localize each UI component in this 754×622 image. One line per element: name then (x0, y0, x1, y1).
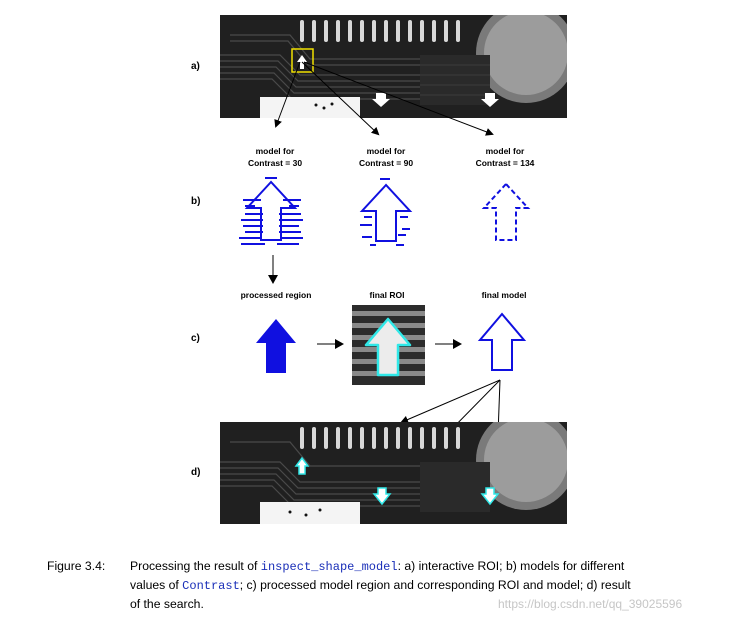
figure-caption-label: Figure 3.4: (47, 559, 106, 573)
caption-final-roi: final ROI (369, 290, 405, 300)
pcb-image-search-result (220, 422, 567, 524)
final-model-outline (477, 312, 527, 371)
processed-region-arrow (256, 319, 296, 373)
row-label-b: b) (191, 196, 201, 207)
row-label-d: d) (191, 467, 201, 478)
operator-name: inspect_shape_model (260, 560, 398, 574)
model-caption-30: model for Contrast = 30 (236, 145, 314, 169)
final-roi-image (352, 305, 425, 385)
caption-processed-region: processed region (240, 290, 312, 300)
model-caption-90: model for Contrast = 90 (344, 145, 428, 169)
caption-final-model: final model (481, 290, 527, 300)
caption-text: : a) interactive ROI; b) models for diff… (397, 559, 625, 573)
arrow-right-1 (317, 339, 344, 349)
caption-line-1: Processing the result of inspect_shape_m… (130, 557, 730, 576)
parameter-name: Contrast (182, 579, 240, 593)
model-caption-line1: model for (366, 146, 406, 156)
arrow-right-2 (435, 339, 462, 349)
figure-caption-text: Processing the result of inspect_shape_m… (130, 557, 730, 613)
pcb-image-top (220, 15, 567, 118)
model-caption-line2: Contrast = 90 (358, 158, 414, 168)
arrow-down-to-processed (268, 255, 278, 284)
model-caption-line1: model for (485, 146, 525, 156)
model-contrast-30 (239, 177, 303, 245)
model-contrast-134 (481, 182, 531, 241)
row-label-c: c) (191, 333, 200, 344)
caption-text: values of (130, 578, 179, 592)
caption-line-2: values of Contrast; c) processed model r… (130, 576, 730, 595)
model-contrast-90 (359, 178, 413, 246)
caption-text: Processing the result of (130, 559, 258, 573)
watermark: https://blog.csdn.net/qq_39025596 (498, 597, 683, 611)
row-label-a: a) (191, 61, 200, 72)
model-caption-134: model for Contrast = 134 (462, 145, 548, 169)
caption-text: ; c) processed model region and correspo… (239, 578, 631, 592)
caption-line-3: of the search. (130, 597, 204, 611)
model-caption-line2: Contrast = 30 (247, 158, 303, 168)
roi-to-models-arrows (274, 61, 494, 136)
model-caption-line1: model for (255, 146, 295, 156)
model-caption-line2: Contrast = 134 (475, 158, 535, 168)
